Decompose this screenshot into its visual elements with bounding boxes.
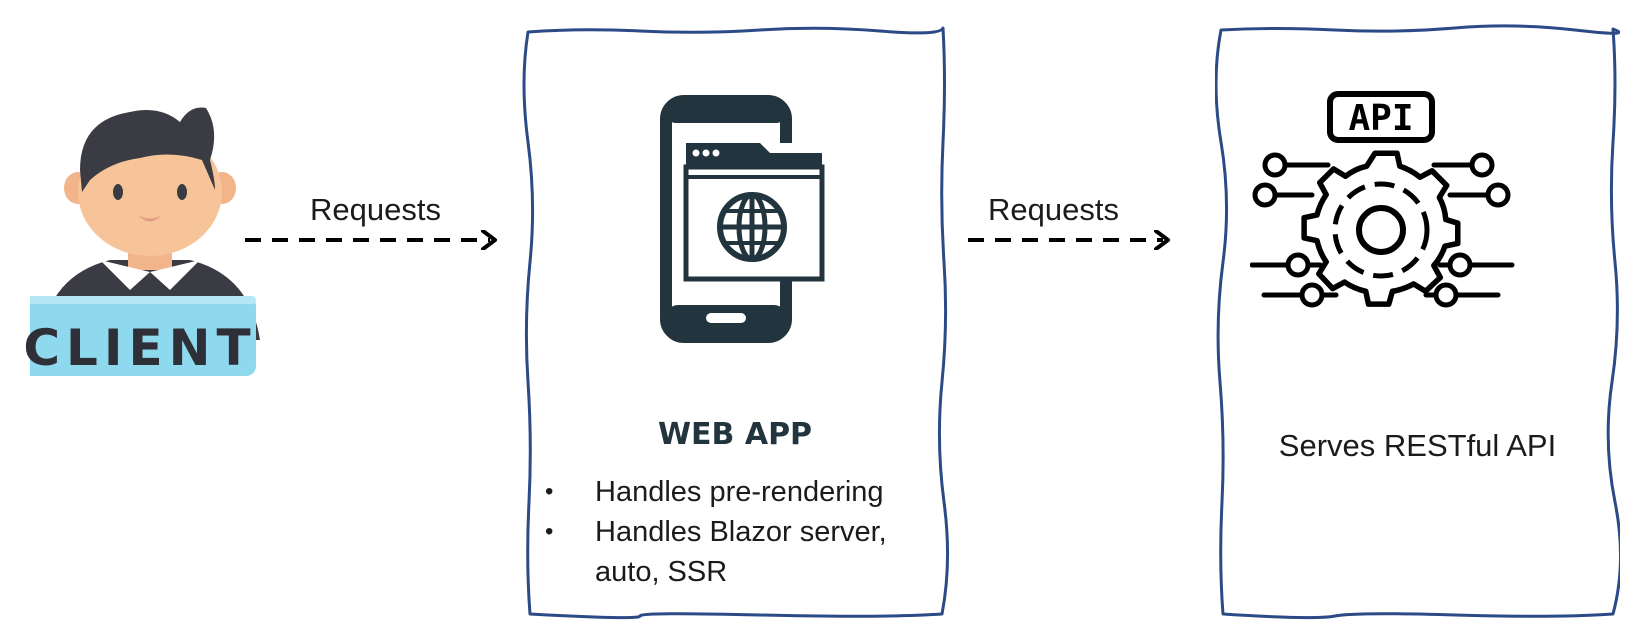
- dashed-arrow-right-icon: [968, 230, 1170, 250]
- web-app-bullet-list: Handles pre-rendering Handles Blazor ser…: [545, 472, 945, 592]
- web-app-bullet-item: Handles Blazor server, auto, SSR: [545, 512, 945, 592]
- dashed-arrow-right-icon: [245, 230, 497, 250]
- mobile-browser-globe-icon: [660, 95, 825, 343]
- web-app-title: WEB APP: [657, 417, 813, 452]
- api-description: Serves RESTful API: [1278, 428, 1557, 463]
- arrow-label-requests-2: Requests: [988, 192, 1119, 227]
- api-gear-circuit-icon: API: [1250, 91, 1515, 308]
- api-tag-text: API: [1348, 98, 1413, 139]
- client-person-icon: [30, 107, 260, 376]
- web-app-panel: [522, 26, 950, 620]
- api-panel: [1215, 24, 1620, 620]
- arrow-label-requests-1: Requests: [310, 192, 441, 227]
- web-app-bullet-item: Handles pre-rendering: [545, 472, 945, 512]
